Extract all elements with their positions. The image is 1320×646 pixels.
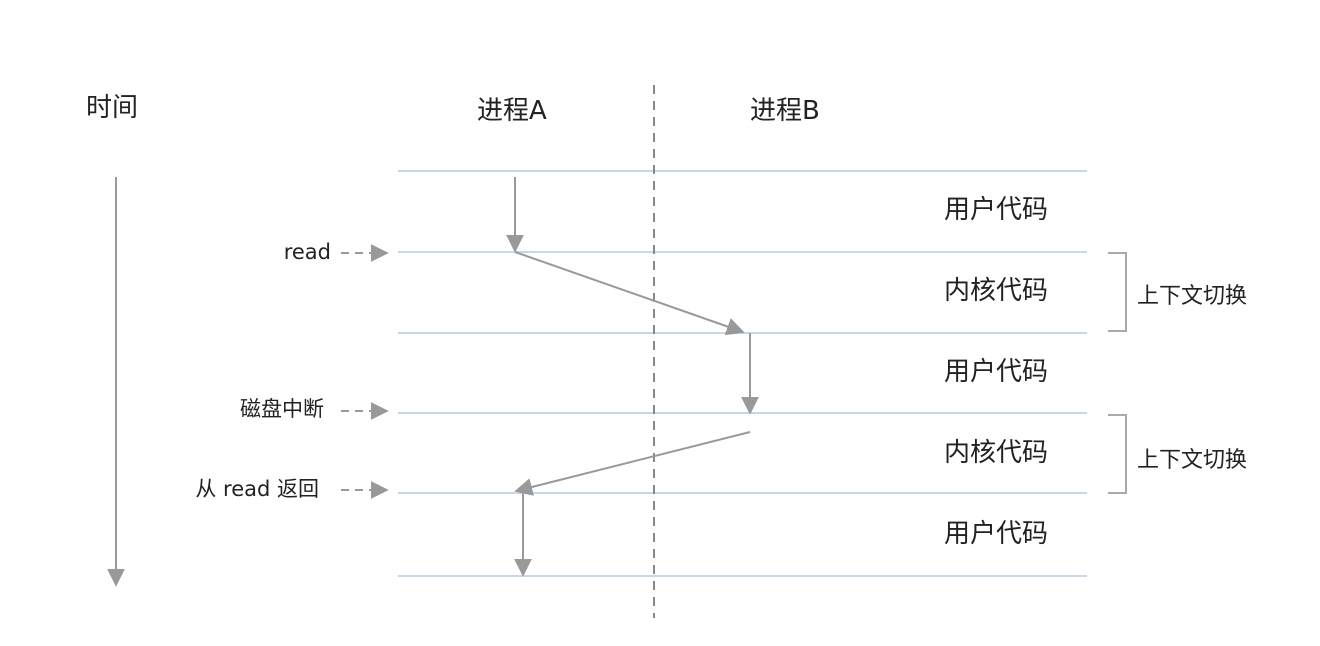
flow-switch-to-a-arrow [514,431,751,496]
flow-switch-to-b-arrow [514,251,745,336]
process-b-header: 进程B [750,96,820,126]
time-header: 时间 [86,93,139,123]
process-a-header: 进程A [477,96,547,126]
context-switch-label-2: 上下文切换 [1137,448,1248,473]
context-switch-label-1: 上下文切换 [1137,284,1248,309]
event-label-disk-interrupt: 磁盘中断 [240,397,324,421]
mode-label-user-1: 用户代码 [944,195,1049,225]
mode-label-user-2: 用户代码 [944,357,1049,387]
context-switch-bracket-2 [1108,414,1127,494]
event-label-read-return: 从 read 返回 [195,477,319,501]
mode-label-kernel-1: 内核代码 [944,276,1049,306]
mode-label-kernel-2: 内核代码 [944,438,1049,468]
mode-label-user-3: 用户代码 [944,519,1049,549]
context-switch-bracket-1 [1108,252,1127,332]
event-label-read: read [283,240,331,264]
